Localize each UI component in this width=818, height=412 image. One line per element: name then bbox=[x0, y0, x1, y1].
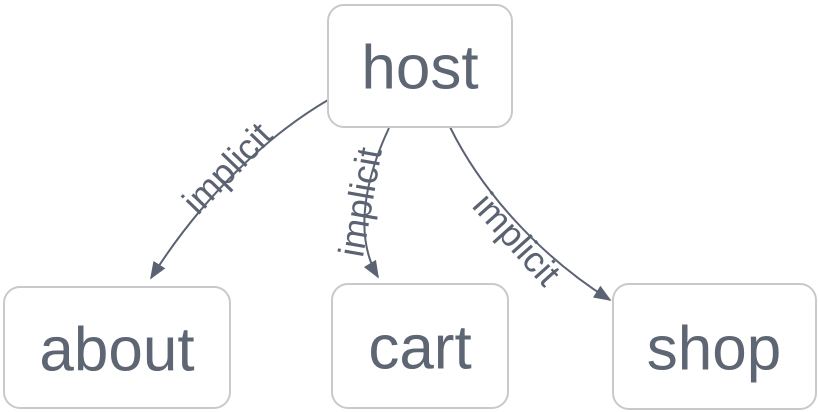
node-about[interactable]: about bbox=[3, 286, 231, 409]
node-box-cart bbox=[331, 283, 509, 409]
edge-line-host-about bbox=[150, 99, 329, 280]
edge-label-host-shop: implicit bbox=[465, 184, 569, 293]
node-box-host bbox=[327, 4, 513, 128]
edge-host-about[interactable]: implicit bbox=[150, 99, 329, 280]
node-cart[interactable]: cart bbox=[331, 283, 509, 409]
node-host[interactable]: host bbox=[327, 4, 513, 128]
node-label-host: host bbox=[361, 34, 478, 103]
node-label-shop: shop bbox=[647, 315, 781, 384]
edge-host-shop[interactable]: implicit bbox=[449, 126, 612, 301]
node-shop[interactable]: shop bbox=[612, 283, 817, 410]
edge-line-host-shop bbox=[449, 126, 612, 301]
node-box-about bbox=[3, 286, 231, 409]
node-box-shop bbox=[612, 283, 817, 410]
edge-label-host-about: implicit bbox=[174, 114, 280, 222]
node-label-about: about bbox=[39, 316, 194, 385]
node-label-cart: cart bbox=[368, 314, 471, 383]
edge-line-host-cart bbox=[363, 127, 390, 279]
edge-label-host-cart: implicit bbox=[330, 144, 389, 259]
edge-host-cart[interactable]: implicit bbox=[330, 127, 390, 279]
